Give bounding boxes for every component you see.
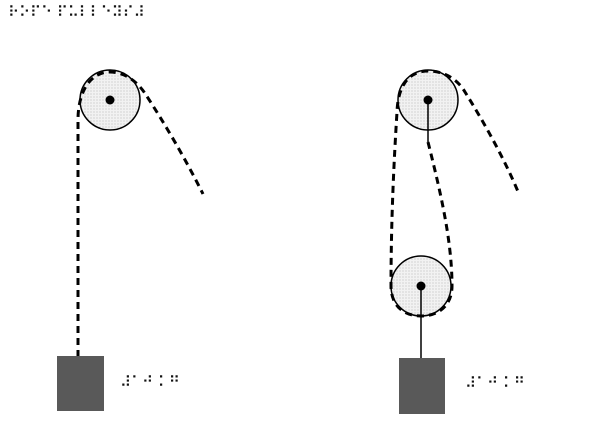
left-weight-braille-label: ⠼⠁⠚ ⠅⠛: [120, 373, 180, 391]
braille-title: ⠗⠕⠏⠑ ⠏⠥⠇⠇⠑⠽⠎⠼: [8, 3, 145, 21]
right-weight-block: [399, 358, 445, 414]
left-fixed-pulley-system: [57, 69, 205, 411]
left-weight-block: [57, 356, 104, 411]
right-weight-braille-label: ⠼⠁⠚ ⠅⠛: [465, 374, 525, 392]
left-fixed-pulley-axle: [105, 95, 115, 105]
left-rope: [76, 70, 205, 357]
right-rope: [389, 69, 521, 318]
right-block-and-tackle-system: [389, 69, 521, 414]
